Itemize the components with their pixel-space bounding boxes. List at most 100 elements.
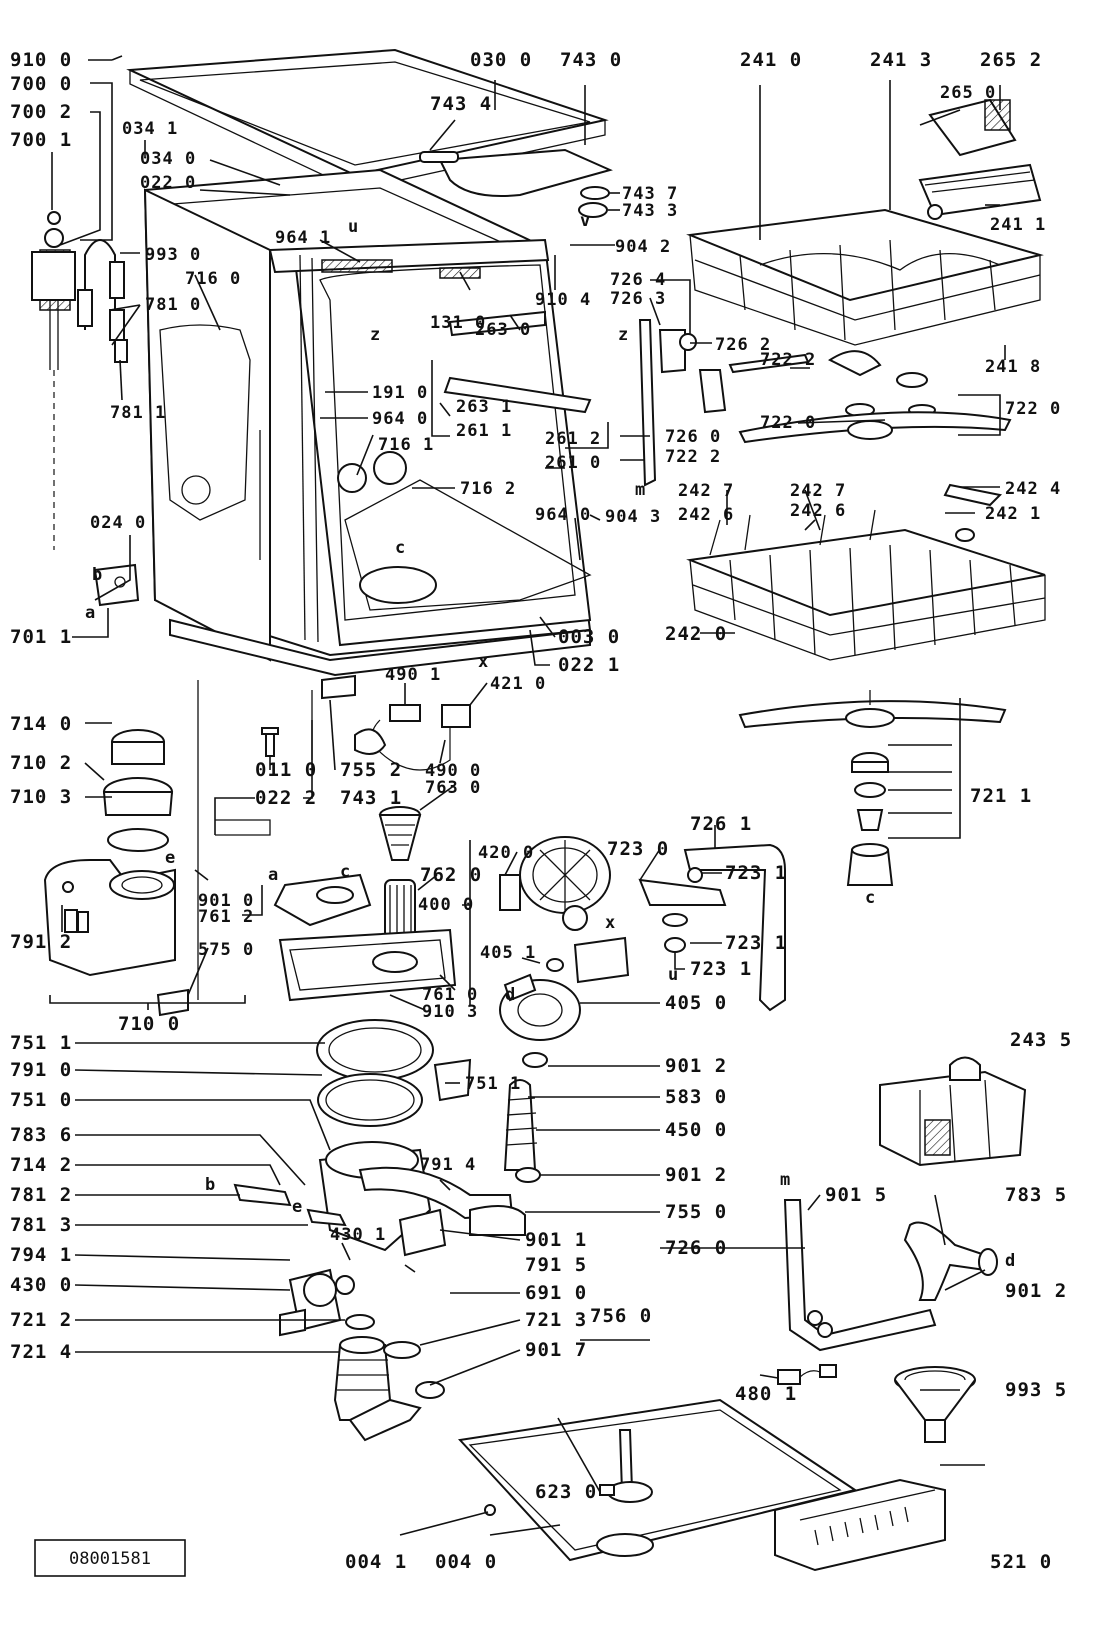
part-label: 993 5 <box>1005 1379 1067 1401</box>
part-label: 450 0 <box>665 1119 727 1141</box>
part-label: 242 1 <box>985 504 1041 524</box>
inlet-connector-701 <box>93 563 140 607</box>
upper-spray-arm <box>738 411 1012 444</box>
part-label: 405 1 <box>480 943 536 963</box>
part-label: 242 7 <box>790 481 846 501</box>
part-label: 400 0 <box>418 895 474 915</box>
part-label: 022 2 <box>255 787 317 809</box>
hose-450 <box>503 1052 548 1183</box>
drain-pump-430 <box>279 1268 355 1337</box>
part-label: 781 2 <box>10 1184 72 1206</box>
part-label: 751 0 <box>10 1089 72 1111</box>
part-label: 743 0 <box>560 49 622 71</box>
part-label: 022 0 <box>140 173 196 193</box>
letter-callout: c <box>865 888 876 908</box>
leveling-foot-011 <box>261 727 279 757</box>
hose-connector-783 <box>903 1221 998 1301</box>
part-label: 726 2 <box>715 335 771 355</box>
part-label: 714 2 <box>10 1154 72 1176</box>
part-label: 265 2 <box>980 49 1042 71</box>
part-label: 521 0 <box>990 1551 1052 1573</box>
part-label: 263 0 <box>475 320 531 340</box>
part-label: 762 0 <box>420 864 482 886</box>
part-label: 710 2 <box>10 752 72 774</box>
letter-callout: e <box>165 848 176 868</box>
part-label: 710 3 <box>10 786 72 808</box>
part-label: 781 0 <box>145 295 201 315</box>
part-label: 700 2 <box>10 101 72 123</box>
part-label: 490 0 <box>425 761 481 781</box>
pipe-726-1 <box>638 843 786 1012</box>
part-label: 024 0 <box>90 513 146 533</box>
part-label: 910 0 <box>10 49 72 71</box>
part-label: 721 2 <box>10 1309 72 1331</box>
filter-763 <box>378 806 422 861</box>
letter-callout: u <box>348 217 359 237</box>
part-label: 700 0 <box>10 73 72 95</box>
part-label: 964 0 <box>535 505 591 525</box>
part-label: 751 1 <box>465 1074 521 1094</box>
part-label: 265 0 <box>940 83 996 103</box>
letter-callout: a <box>85 603 96 623</box>
part-label: 761 2 <box>198 907 254 927</box>
part-label: 242 0 <box>665 623 727 645</box>
part-label: 783 5 <box>1005 1184 1067 1206</box>
leader-lines <box>49 55 1006 1536</box>
drain-hose-pieces <box>233 1166 526 1236</box>
letter-callout: v <box>580 211 591 231</box>
part-label: 716 2 <box>460 479 516 499</box>
letter-callout: b <box>205 1175 216 1195</box>
part-label: 700 1 <box>10 129 72 151</box>
lower-arm-hub-721 <box>846 752 894 886</box>
fine-filter-762 <box>384 879 416 939</box>
part-label: 761 0 <box>422 985 478 1005</box>
letter-callout: x <box>605 913 616 933</box>
letter-callout: c <box>395 538 406 558</box>
funnel-993 <box>894 1366 976 1443</box>
water-inlet-valve <box>31 211 76 550</box>
part-label: 964 1 <box>275 228 331 248</box>
part-label: 722 0 <box>760 413 816 433</box>
part-label: 405 0 <box>665 992 727 1014</box>
letter-callout: m <box>635 480 646 500</box>
lower-spray-arm <box>738 690 1007 729</box>
part-label: 241 0 <box>740 49 802 71</box>
part-label: 751 1 <box>10 1032 72 1054</box>
wiring-490 <box>354 704 471 771</box>
letter-callout: d <box>505 985 516 1005</box>
part-label: 901 2 <box>1005 1280 1067 1302</box>
part-label: 755 2 <box>340 759 402 781</box>
salt-container-710 <box>43 729 176 977</box>
part-label: 701 1 <box>10 626 72 648</box>
part-label: 791 0 <box>10 1059 72 1081</box>
part-label: 011 0 <box>255 759 317 781</box>
part-label: 726 1 <box>690 813 752 835</box>
part-label: 791 5 <box>525 1254 587 1276</box>
drain-hose-726 <box>783 1199 937 1352</box>
part-label: 726 0 <box>665 427 721 447</box>
circulation-pump-400 <box>499 836 630 984</box>
part-label: 722 0 <box>1005 399 1061 419</box>
part-label: 242 6 <box>678 505 734 525</box>
part-label: 901 2 <box>665 1164 727 1186</box>
pump-housing-405 <box>499 973 581 1041</box>
u-hose <box>77 239 128 363</box>
base-plate-004 <box>457 1364 858 1562</box>
part-label: 022 1 <box>558 654 620 676</box>
part-label: 430 1 <box>330 1225 386 1245</box>
letter-callout: d <box>1005 1251 1016 1271</box>
part-label: 722 2 <box>665 447 721 467</box>
cutlery-basket-243 <box>879 1056 1027 1167</box>
part-label: 034 1 <box>122 119 178 139</box>
part-label: 783 6 <box>10 1124 72 1146</box>
letter-callout: b <box>92 565 103 585</box>
part-label: 726 4 <box>610 270 666 290</box>
part-label: 241 3 <box>870 49 932 71</box>
part-label: 901 7 <box>525 1339 587 1361</box>
part-label: 241 1 <box>990 215 1046 235</box>
part-label: 721 4 <box>10 1341 72 1363</box>
part-label: 904 2 <box>615 237 671 257</box>
part-label: 781 1 <box>110 403 166 423</box>
part-label: 131 0 <box>430 313 486 333</box>
